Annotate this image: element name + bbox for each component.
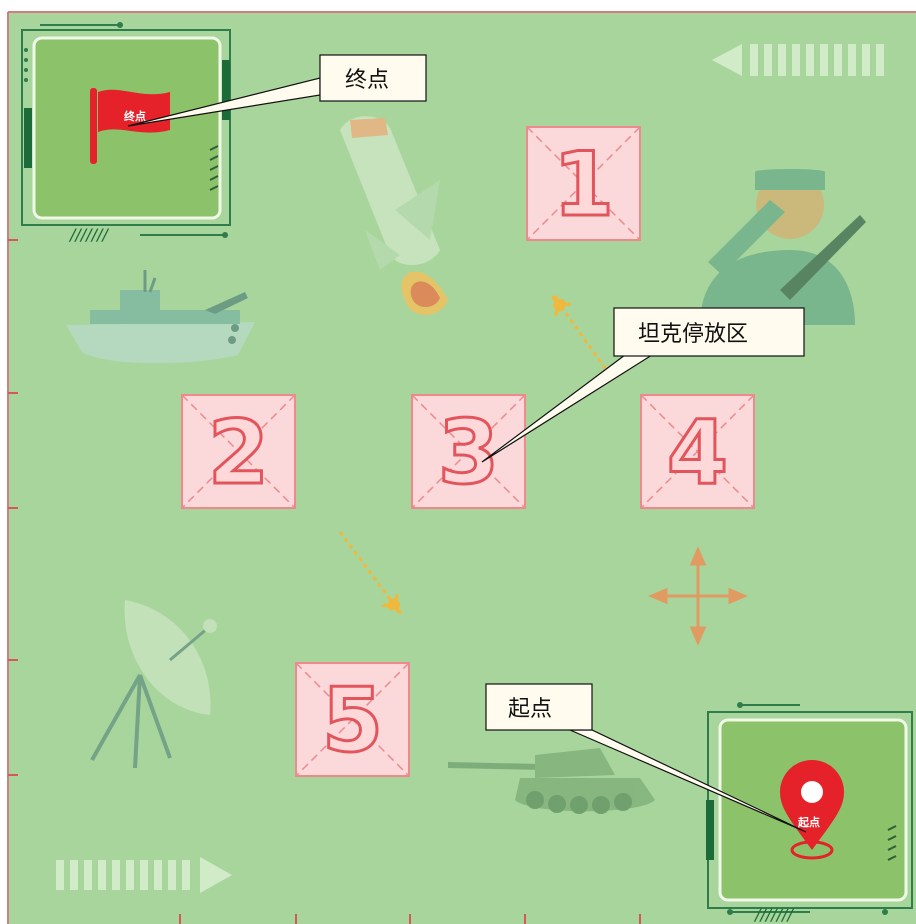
parking-spot-number: 1 [553, 133, 614, 236]
callout-end-label: 终点 [345, 68, 389, 93]
parking-spot: 5 [295, 662, 410, 777]
callout-start: 起点 [485, 683, 807, 833]
parking-spot-number: 3 [438, 401, 499, 504]
end-flag-label: 终点 [124, 109, 146, 123]
parking-spot: 1 [526, 126, 641, 241]
start-pin-label: 起点 [797, 815, 820, 829]
parking-spot: 4 [640, 394, 755, 509]
tank-icon [448, 748, 655, 814]
move-cross-icon [648, 546, 748, 646]
radar-dish-icon [90, 600, 217, 769]
rocket-icon [340, 116, 448, 315]
ruler-ticks [8, 239, 641, 924]
parking-spot: 3 [411, 394, 526, 509]
direction-arrow-icon [338, 293, 612, 615]
parking-spot-number: 4 [667, 401, 728, 504]
callout-start-label: 起点 [508, 697, 552, 722]
svg-text:///////: /////// [68, 225, 109, 244]
parking-spot-number: 2 [208, 401, 269, 504]
warship-icon [66, 270, 255, 364]
parking-spot-number: 5 [322, 669, 383, 772]
parking-spots: 1 2 3 4 5 [181, 126, 755, 777]
start-zone: /////// 起点 [706, 702, 913, 924]
callout-parking-label: 坦克停放区 [638, 322, 748, 347]
callout-end: 终点 [127, 54, 427, 127]
soldier-icon [700, 169, 866, 325]
callout-parking: 坦克停放区 [481, 307, 805, 463]
arrow-left-icon [712, 44, 884, 76]
arrow-right-icon [56, 857, 232, 893]
end-zone: /////// 终点 [21, 22, 231, 244]
parking-spot: 2 [181, 394, 296, 509]
svg-text:///////: /////// [753, 905, 794, 924]
